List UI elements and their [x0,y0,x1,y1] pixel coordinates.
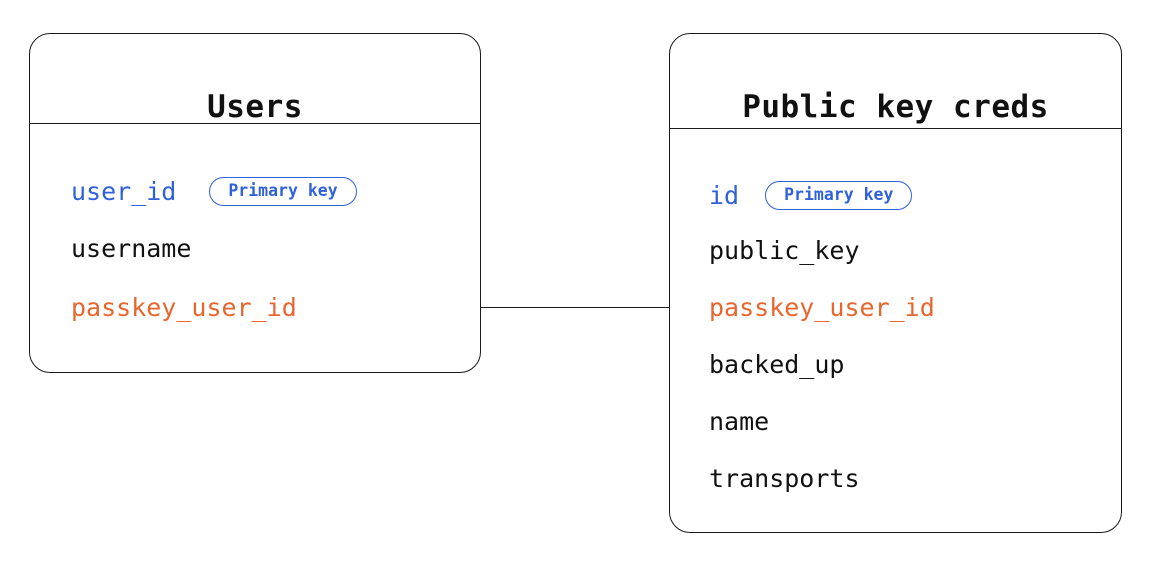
primary-key-badge: Primary key [765,181,913,210]
field-row[interactable]: passkey_user_id [71,295,297,320]
primary-key-badge: Primary key [209,177,357,206]
field-name-name: name [709,407,770,436]
field-row[interactable]: public_key [709,238,860,263]
field-name-user-id: user_id [71,177,177,206]
relationship-line-users-to-public-key-creds [480,307,670,308]
field-name-id: id [709,181,740,210]
entity-box-users[interactable]: Users user_id Primary key username passk… [29,33,481,373]
field-name-passkey-user-id: passkey_user_id [71,293,297,322]
entity-header-divider [30,123,480,124]
field-row[interactable]: id Primary key [709,181,913,210]
field-name-passkey-user-id: passkey_user_id [709,293,935,322]
field-name-transports: transports [709,464,860,493]
field-name-public-key: public_key [709,236,860,265]
field-row[interactable]: username [71,236,191,261]
entity-box-public-key-creds[interactable]: Public key creds id Primary key public_k… [669,33,1122,533]
field-name-username: username [71,234,192,263]
field-row[interactable]: user_id Primary key [71,177,357,206]
entity-title-public-key-creds: Public key creds [742,89,1049,125]
field-row[interactable]: backed_up [709,352,844,377]
entity-header-divider [670,128,1121,129]
field-row[interactable]: passkey_user_id [709,295,935,320]
field-name-backed-up: backed_up [709,350,845,379]
field-row[interactable]: transports [709,466,860,491]
entity-title-users: Users [207,89,303,125]
field-row[interactable]: name [709,409,769,434]
